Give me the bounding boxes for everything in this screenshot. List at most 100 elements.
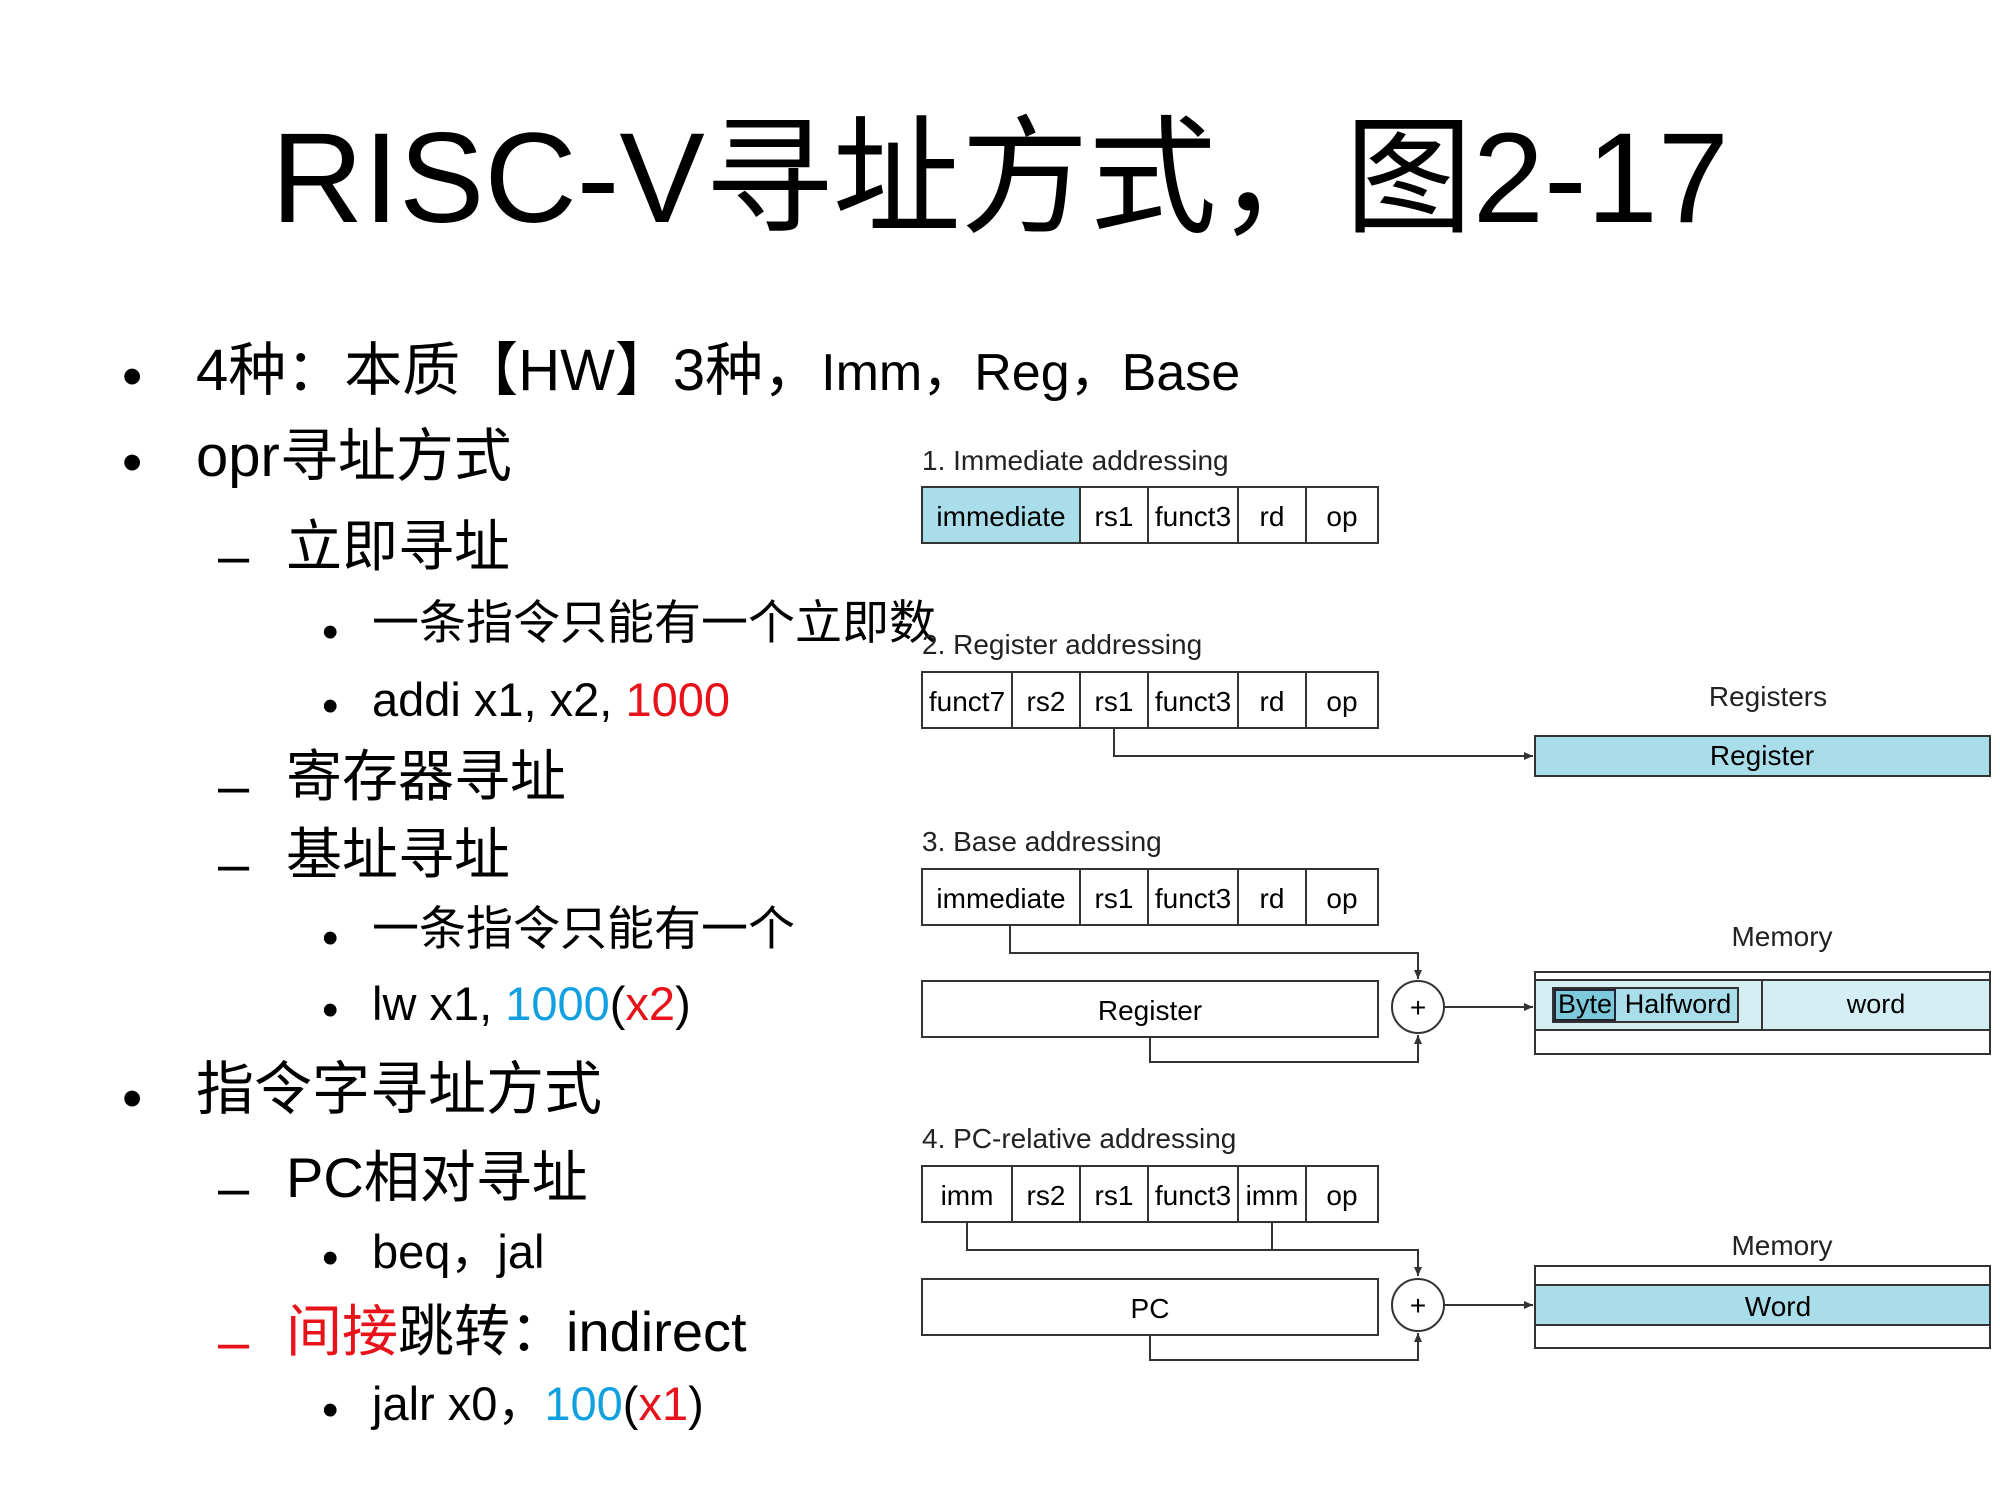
word-label: Word xyxy=(1745,1291,1811,1322)
field-label: funct3 xyxy=(1155,883,1231,914)
field-label: rs1 xyxy=(1095,501,1134,532)
byte-cell xyxy=(1554,989,1616,1021)
field-box xyxy=(1147,868,1239,926)
field-label: rs1 xyxy=(1095,686,1134,717)
arrow-imm-to-adder xyxy=(966,1222,1422,1276)
field-label: op xyxy=(1326,686,1357,717)
code-paren: ( xyxy=(622,1377,639,1430)
field-label: immediate xyxy=(936,883,1065,914)
dash-marker: – xyxy=(218,754,250,817)
item-jalr-example: jalr x0，100(x1) xyxy=(372,1380,704,1427)
field-box xyxy=(1147,486,1239,544)
field-box xyxy=(1305,1165,1379,1223)
arrow-immediate-to-adder xyxy=(1009,925,1422,979)
indirect-highlight: 间接 xyxy=(286,1300,398,1365)
slide-title: RISC-V寻址方式，图2-17 xyxy=(270,107,1729,250)
adder-symbol: + xyxy=(1410,1290,1426,1321)
arrow-rs1-to-register xyxy=(1113,728,1533,760)
registers-label: Registers xyxy=(1709,681,1827,712)
dash-marker: – xyxy=(218,1156,250,1219)
bullet-opr-addressing: opr寻址方式 xyxy=(196,424,512,489)
register-file-cell xyxy=(1534,735,1991,777)
bullet-dot: • xyxy=(322,983,339,1036)
code-register: x2 xyxy=(625,977,676,1030)
section4-instruction: imm rs2 rs1 funct3 imm op xyxy=(921,1165,1379,1223)
base-register-label: Register xyxy=(1098,995,1202,1026)
field-box xyxy=(921,486,1081,544)
item-one-base: 一条指令只能有一个 xyxy=(372,902,795,957)
code-paren: ) xyxy=(675,977,691,1030)
adder-symbol: + xyxy=(1410,992,1426,1023)
bullet-dot: • xyxy=(322,911,339,964)
field-box xyxy=(1305,486,1379,544)
field-label: funct3 xyxy=(1155,686,1231,717)
bullet-dot: • xyxy=(122,344,143,409)
halfword-label: Halfword xyxy=(1625,989,1732,1019)
bullet-dot: • xyxy=(322,1383,339,1436)
indirect-text: 跳转：indirect xyxy=(398,1300,747,1363)
bullet-text-modes: Imm，Reg，Base xyxy=(821,344,1241,402)
section3-heading: 3. Base addressing xyxy=(922,826,1162,857)
code-text: lw x1, xyxy=(372,977,506,1030)
section2-instruction: funct7 rs2 rs1 funct3 rd op xyxy=(921,671,1379,729)
field-label: op xyxy=(1326,1180,1357,1211)
sub-item-pc-relative: PC相对寻址 xyxy=(286,1146,588,1209)
field-box xyxy=(1237,868,1307,926)
sub-item-indirect: 间接跳转：indirect xyxy=(286,1304,747,1361)
field-label: rd xyxy=(1260,883,1285,914)
field-label: rd xyxy=(1260,501,1285,532)
field-box xyxy=(1237,671,1307,729)
sub-item-register: 寄存器寻址 xyxy=(286,745,566,810)
word-label: word xyxy=(1846,989,1906,1019)
item-beq-jal: beq，jal xyxy=(372,1225,545,1278)
field-label: imm xyxy=(1246,1180,1299,1211)
field-label: rs2 xyxy=(1027,686,1066,717)
code-register: x1 xyxy=(638,1377,689,1430)
bullet-dot: • xyxy=(122,430,143,495)
field-box xyxy=(921,1165,1013,1223)
word-cell xyxy=(1534,1284,1991,1326)
field-box xyxy=(1079,486,1149,544)
field-box xyxy=(921,671,1013,729)
field-box xyxy=(1305,671,1379,729)
code-paren: ( xyxy=(609,977,626,1030)
field-box xyxy=(1147,1165,1239,1223)
field-label: op xyxy=(1326,883,1357,914)
bullet-dot: • xyxy=(122,1066,143,1131)
memory-label: Memory xyxy=(1731,921,1832,952)
pc-label: PC xyxy=(1131,1293,1170,1324)
bullet-text: 4种：本质【HW】3种， xyxy=(196,338,822,403)
dash-marker: – xyxy=(218,524,250,587)
code-offset: 1000 xyxy=(505,977,610,1030)
bullet-dot: • xyxy=(322,605,339,658)
bullet-instruction-addressing: 指令字寻址方式 xyxy=(196,1055,603,1123)
code-immediate: 1000 xyxy=(625,673,730,726)
memory-label: Memory xyxy=(1731,1230,1832,1261)
field-box xyxy=(1011,671,1081,729)
byte-label: Byte xyxy=(1558,989,1612,1019)
arrow-register-to-adder xyxy=(1149,1035,1422,1063)
field-label: rd xyxy=(1260,686,1285,717)
field-label: immediate xyxy=(936,501,1065,532)
field-label: imm xyxy=(941,1180,994,1211)
section4-heading: 4. PC-relative addressing xyxy=(922,1123,1236,1154)
item-addi-example: addi x1, x2, 1000 xyxy=(372,676,730,723)
field-box xyxy=(1079,1165,1149,1223)
section1-instruction: immediate rs1 funct3 rd op xyxy=(921,486,1379,544)
field-label: rs1 xyxy=(1095,883,1134,914)
field-label: rs1 xyxy=(1095,1180,1134,1211)
field-label: funct3 xyxy=(1155,501,1231,532)
field-label: funct7 xyxy=(929,686,1005,717)
dash-marker: – xyxy=(218,832,250,895)
base-register-box xyxy=(921,980,1379,1038)
sub-item-immediate: 立即寻址 xyxy=(286,515,510,580)
code-text: jalr x0， xyxy=(372,1377,545,1430)
bullet-dot: • xyxy=(322,679,339,732)
sub-item-base: 基址寻址 xyxy=(286,823,510,888)
dash-marker: – xyxy=(218,1310,250,1373)
item-one-immediate: 一条指令只能有一个立即数 xyxy=(372,596,936,651)
field-label: funct3 xyxy=(1155,1180,1231,1211)
section3-instruction: immediate rs1 funct3 rd op xyxy=(921,868,1379,926)
field-box xyxy=(1079,868,1149,926)
